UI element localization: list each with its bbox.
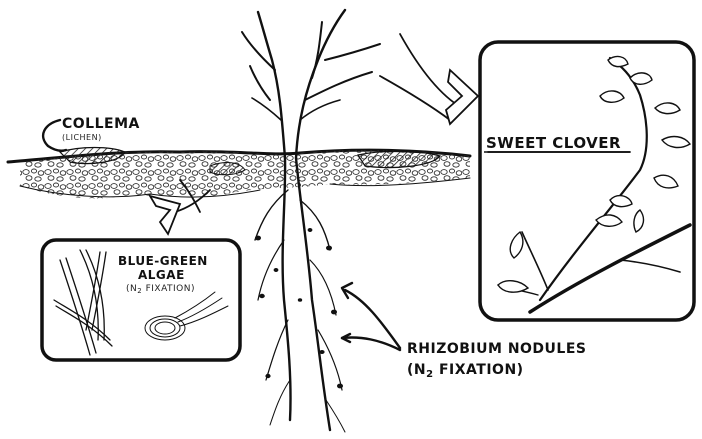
label-collema: COLLEMA xyxy=(62,116,140,132)
label-sweet-clover: SWEET CLOVER xyxy=(486,134,621,152)
arrow-rhizobium-lower xyxy=(342,338,400,351)
label-blue-green: BLUE-GREEN xyxy=(118,254,208,268)
label-rhizobium: RHIZOBIUM NODULES xyxy=(407,341,587,357)
label-algae-sub: (N2 FIXATION) xyxy=(126,284,195,295)
arrow-to-sweet-clover xyxy=(400,34,462,108)
label-collema-sub: (LICHEN) xyxy=(62,133,102,142)
label-rhizobium-sub: (N2 FIXATION) xyxy=(407,362,524,380)
root-nodules xyxy=(255,228,343,388)
tree-roots xyxy=(255,158,345,432)
soil-surface xyxy=(8,148,470,199)
label-algae: ALGAE xyxy=(138,268,185,282)
sweet-clover-panel xyxy=(480,42,694,320)
tree-branches xyxy=(242,10,380,158)
